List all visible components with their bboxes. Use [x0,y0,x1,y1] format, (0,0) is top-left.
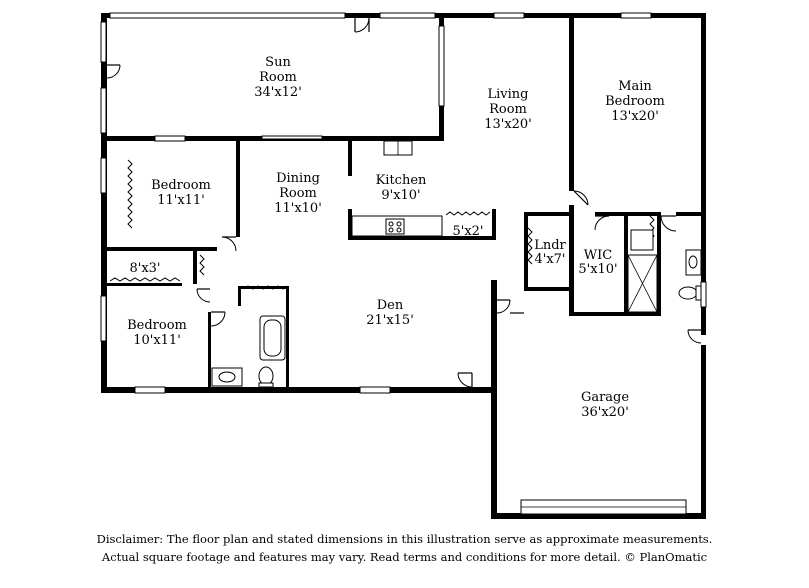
pantry-dims: 5'x2' [452,224,483,239]
bedroom-2-dims: 10'x11' [133,333,181,348]
kitchen-label: Kitchen [376,173,427,188]
den-dims: 21'x15' [366,313,414,328]
wic-label: WIC [584,248,612,263]
sun-room-dims: 34'x12' [254,85,302,100]
dining-room-dims: 11'x10' [274,201,322,216]
doors [106,17,702,388]
disclaimer-line-2: Actual square footage and features may v… [101,550,708,564]
stove-icon [385,218,405,235]
wic-dims: 5'x10' [578,262,617,277]
garage-dims: 36'x20' [581,405,629,420]
den-label: Den [377,298,404,313]
bedroom-2-label: Bedroom [127,318,187,333]
bedroom-1-label: Bedroom [151,178,211,193]
garage-label: Garage [581,390,629,405]
laundry-label: Lndr [534,238,566,253]
main-toilet-icon [678,286,698,300]
laundry-dims: 4'x7' [534,252,565,267]
toilet-icon [258,366,274,386]
windows [100,12,707,515]
living-room-dims: 13'x20' [484,117,532,132]
closet-dims: 8'x3' [129,261,160,276]
disclaimer: Disclaimer: The floor plan and stated di… [0,530,809,566]
bedroom-1-dims: 11'x11' [157,193,205,208]
disclaimer-line-1: Disclaimer: The floor plan and stated di… [96,532,713,546]
main-bedroom-dims: 13'x20' [611,109,659,124]
fixtures [211,140,702,388]
kitchen-dims: 9'x10' [381,188,420,203]
